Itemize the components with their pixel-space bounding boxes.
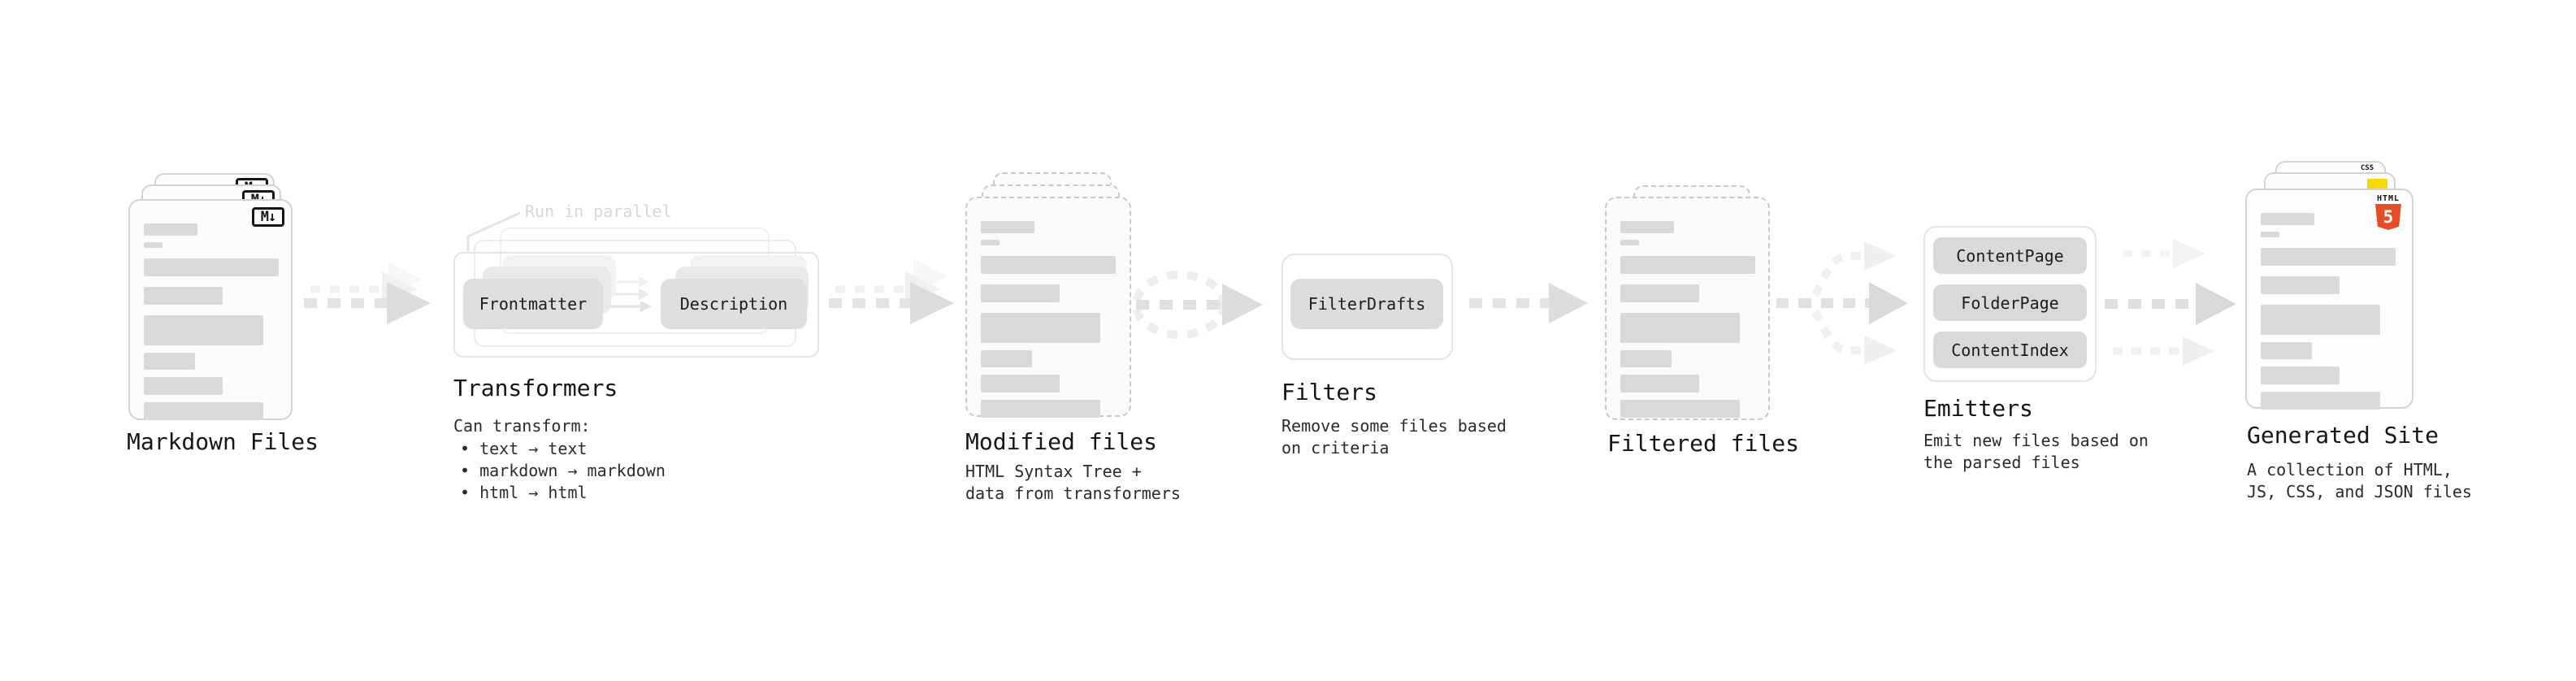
document-text-placeholder bbox=[1607, 198, 1768, 418]
contentpage-box: ContentPage bbox=[1933, 237, 2087, 274]
document-text-placeholder bbox=[2247, 190, 2412, 410]
emitters-desc: Emit new files based on bbox=[1923, 431, 2149, 450]
transformers-bullet: • html → html bbox=[460, 483, 588, 502]
folderpage-box: FolderPage bbox=[1933, 284, 2087, 321]
arrow-filters-to-filtered bbox=[1469, 283, 1588, 323]
html5-icon-shield: 5 bbox=[2375, 204, 2401, 230]
modified-files-desc: HTML Syntax Tree + bbox=[965, 462, 1142, 481]
emitters-title: Emitters bbox=[1923, 395, 2033, 422]
generated-site-desc: A collection of HTML, bbox=[2247, 460, 2452, 479]
transformers-bullet: • text → text bbox=[460, 439, 588, 458]
html5-icon-number: 5 bbox=[2383, 207, 2394, 227]
html5-icon-label: HTML bbox=[2376, 194, 2400, 203]
markdown-icon: M↓ bbox=[252, 207, 284, 227]
arrow-markdown-to-transformers bbox=[304, 262, 431, 324]
run-in-parallel-note: Run in parallel bbox=[525, 202, 672, 221]
transformers-bullet: • markdown → markdown bbox=[460, 461, 666, 480]
frontmatter-box: Frontmatter bbox=[463, 279, 603, 329]
arrow-frontmatter-to-description bbox=[609, 276, 652, 312]
filters-title: Filters bbox=[1281, 379, 1378, 406]
filters-desc: on criteria bbox=[1281, 438, 1390, 458]
generated-site-title: Generated Site bbox=[2247, 422, 2439, 449]
js-icon bbox=[2367, 179, 2387, 191]
run-in-parallel-callout-line bbox=[466, 211, 521, 251]
markdown-file-front: M↓ bbox=[128, 199, 293, 420]
filtered-file-front bbox=[1605, 197, 1770, 420]
arrow-transformers-to-modified bbox=[829, 258, 954, 324]
description-box: Description bbox=[661, 279, 807, 329]
markdown-files-title: Markdown Files bbox=[127, 428, 319, 455]
filters-desc: Remove some files based bbox=[1281, 416, 1507, 436]
arrow-emitters-to-generated bbox=[2105, 239, 2236, 366]
modified-files-desc: data from transformers bbox=[965, 484, 1181, 503]
filtered-files-title: Filtered files bbox=[1607, 430, 1800, 457]
css-icon-label: CSS bbox=[2360, 164, 2374, 172]
generated-site-desc: JS, CSS, and JSON files bbox=[2247, 482, 2472, 501]
contentindex-box: ContentIndex bbox=[1933, 332, 2087, 368]
filterdrafts-box: FilterDrafts bbox=[1290, 279, 1443, 329]
arrow-modified-to-filters bbox=[1132, 271, 1263, 339]
arrow-filtered-to-emitters bbox=[1776, 241, 1908, 365]
transformer-pipeline-front bbox=[453, 252, 819, 358]
html5-icon: HTML 5 bbox=[2373, 194, 2404, 230]
document-text-placeholder bbox=[130, 201, 291, 420]
modified-file-front bbox=[965, 197, 1131, 418]
document-text-placeholder bbox=[967, 198, 1130, 418]
emitters-desc: the parsed files bbox=[1923, 453, 2080, 472]
generated-file-html: HTML 5 bbox=[2245, 189, 2413, 410]
modified-files-title: Modified files bbox=[965, 428, 1158, 455]
transformers-desc-heading: Can transform: bbox=[453, 416, 591, 436]
transformers-title: Transformers bbox=[453, 375, 618, 401]
